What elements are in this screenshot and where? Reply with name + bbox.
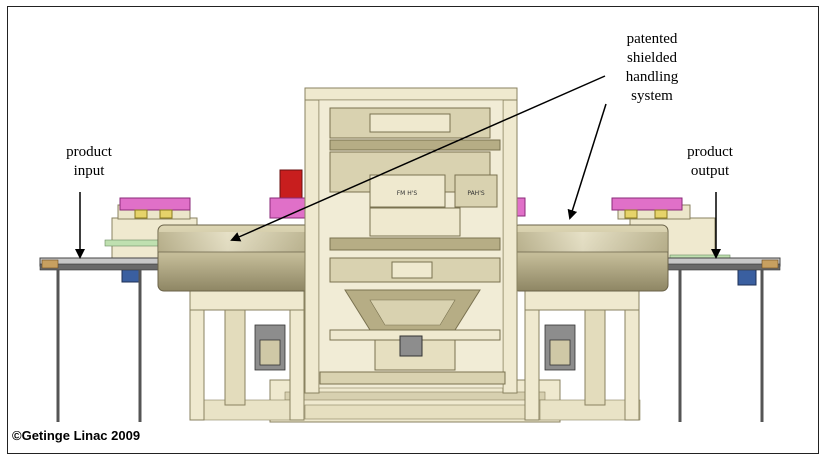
plate-left-text: FM H'S: [397, 190, 418, 197]
handling-system-label: patented shielded handling system: [612, 30, 692, 106]
left-shielded-drum: [157, 169, 321, 292]
handling-line-1: patented: [626, 31, 678, 47]
product-output-label: product output: [680, 143, 740, 181]
central-tower: FM H'S PAH'S: [304, 87, 518, 394]
product-output-line-1: product: [687, 144, 733, 160]
left-support-frame: [189, 289, 305, 421]
product-output-line-2: output: [690, 163, 730, 179]
output-conveyor: [634, 257, 781, 422]
handling-line-2: shielded: [627, 50, 677, 66]
handling-line-3: handling: [625, 69, 679, 85]
product-input-label: product input: [59, 143, 119, 181]
plate-right-text: PAH'S: [467, 190, 485, 197]
product-input-line-2: input: [73, 163, 105, 179]
copyright-text: ©Getinge Linac 2009: [12, 428, 141, 443]
handling-arrow-right: [567, 103, 607, 220]
handling-line-4: system: [631, 88, 673, 104]
right-support-frame: [524, 289, 640, 421]
handling-arrow-left: [230, 75, 606, 242]
product-input-line-1: product: [66, 144, 112, 160]
